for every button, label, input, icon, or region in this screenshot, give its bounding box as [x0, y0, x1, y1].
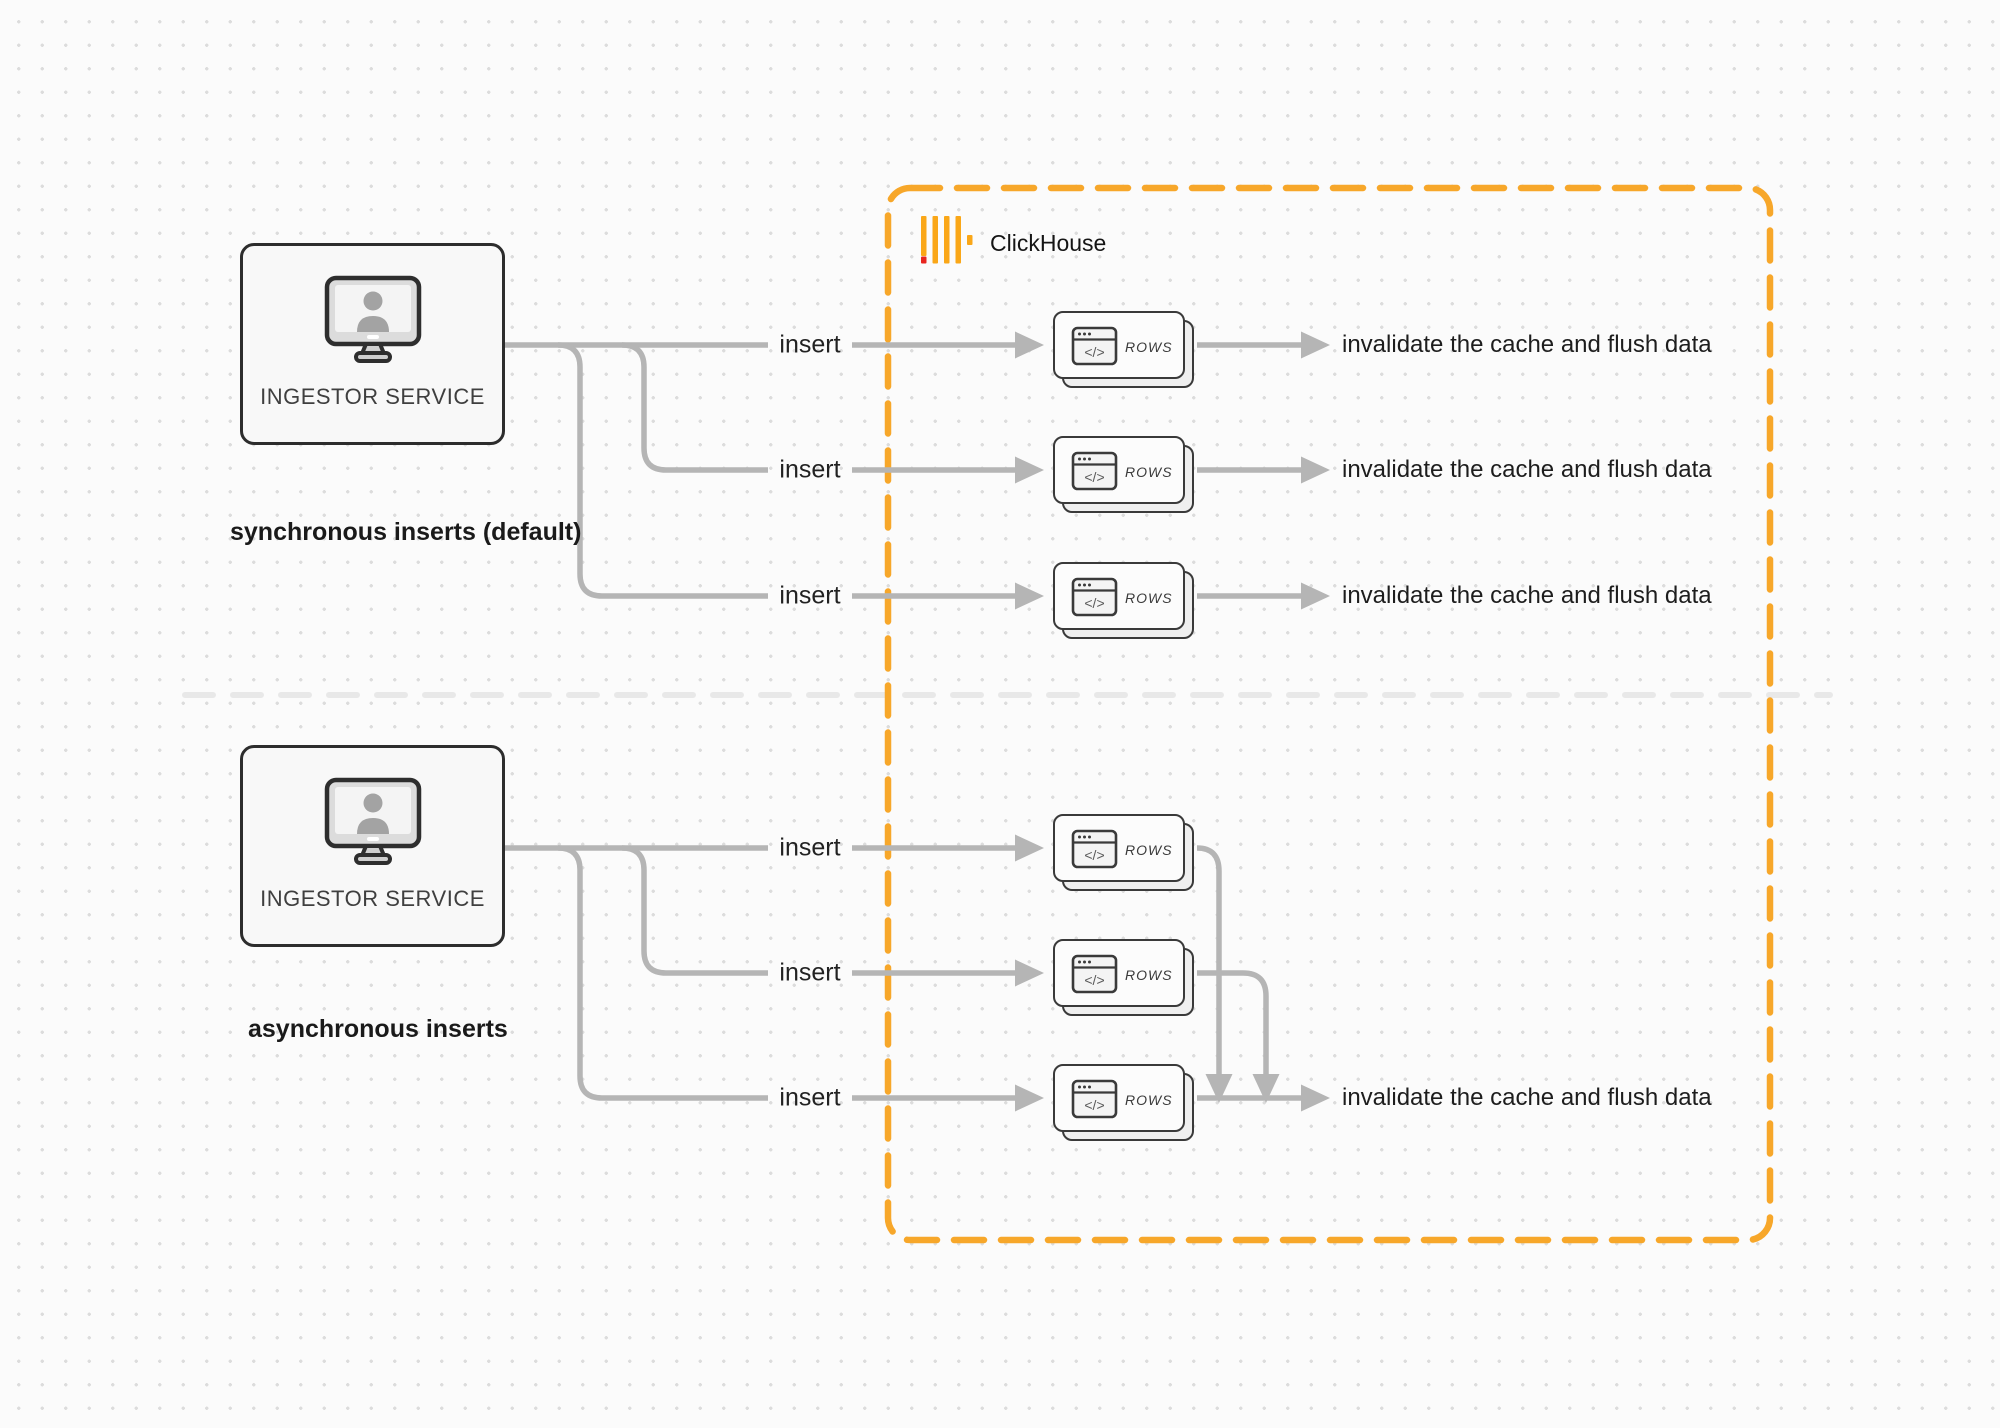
- rows-card-front: </> ROWS: [1053, 1064, 1185, 1132]
- svg-text:</>: </>: [1084, 595, 1104, 611]
- rows-card-label: ROWS: [1125, 464, 1173, 480]
- insert-label: insert: [779, 1083, 841, 1112]
- monitor-user-icon: [321, 776, 425, 875]
- insert-label: insert: [779, 455, 841, 484]
- rows-card: </> ROWS: [1053, 1064, 1194, 1141]
- async-branch-row3: [557, 845, 768, 1101]
- rows-card-front: </> ROWS: [1053, 311, 1185, 379]
- async-ingestor-box: INGESTOR SERVICE: [240, 745, 505, 947]
- arrowhead-icon: [1015, 331, 1044, 359]
- sync-branch-row2: [621, 342, 768, 473]
- arrowhead-icon: [1301, 582, 1330, 610]
- arrowhead-icon: [1301, 331, 1330, 359]
- arrowhead-icon: [1015, 582, 1044, 610]
- rows-card-label: ROWS: [1125, 339, 1173, 355]
- arrowhead-icon: [1015, 834, 1044, 862]
- svg-text:</>: </>: [1084, 469, 1104, 485]
- arrowhead-down-icon: [1252, 1074, 1280, 1103]
- result-label: invalidate the cache and flush data: [1342, 582, 1712, 609]
- rows-card-label: ROWS: [1125, 967, 1173, 983]
- code-window-icon: </>: [1071, 1079, 1118, 1125]
- rows-card-label: ROWS: [1125, 1092, 1173, 1108]
- result-label: invalidate the cache and flush data: [1342, 1084, 1712, 1111]
- rows-card-front: </> ROWS: [1053, 436, 1185, 504]
- result-label: invalidate the cache and flush data: [1342, 456, 1712, 483]
- arrowhead-icon: [1015, 959, 1044, 987]
- arrowhead-icon: [1301, 456, 1330, 484]
- insert-label: insert: [779, 833, 841, 862]
- sync-caption: synchronous inserts (default): [230, 518, 582, 546]
- rows-card-label: ROWS: [1125, 842, 1173, 858]
- code-window-icon: </>: [1071, 954, 1118, 1000]
- code-window-icon: </>: [1071, 326, 1118, 372]
- rows-card-front: </> ROWS: [1053, 939, 1185, 1007]
- sync-ingestor-box: INGESTOR SERVICE: [240, 243, 505, 445]
- svg-text:</>: </>: [1084, 972, 1104, 988]
- arrowhead-icon: [1301, 1084, 1330, 1112]
- clickhouse-boundary-box: [884, 184, 1774, 1244]
- code-window-icon: </>: [1071, 577, 1118, 623]
- code-window-icon: </>: [1071, 829, 1118, 875]
- rows-card: </> ROWS: [1053, 814, 1194, 891]
- async-ingestor-label: INGESTOR SERVICE: [260, 886, 485, 911]
- arrowhead-icon: [1015, 456, 1044, 484]
- svg-text:</>: </>: [1084, 1097, 1104, 1113]
- connector-lines: [505, 342, 1302, 1101]
- insert-label: insert: [779, 330, 841, 359]
- rows-card: </> ROWS: [1053, 436, 1194, 513]
- code-window-icon: </>: [1071, 451, 1118, 497]
- insert-label: insert: [779, 581, 841, 610]
- rows-card: </> ROWS: [1053, 939, 1194, 1016]
- sync-ingestor-label: INGESTOR SERVICE: [260, 384, 485, 409]
- result-label: invalidate the cache and flush data: [1342, 331, 1712, 358]
- rows-card-label: ROWS: [1125, 590, 1173, 606]
- async-merge-line-2: [1197, 970, 1269, 1074]
- arrowhead-down-icon: [1205, 1074, 1233, 1103]
- sync-branch-row3: [557, 342, 768, 599]
- clickhouse-logo-icon: [921, 216, 975, 269]
- rows-card-front: </> ROWS: [1053, 562, 1185, 630]
- rows-card: </> ROWS: [1053, 562, 1194, 639]
- insert-label: insert: [779, 958, 841, 987]
- svg-text:</>: </>: [1084, 847, 1104, 863]
- async-branch-row2: [621, 845, 768, 976]
- async-merge-line-1: [1196, 845, 1222, 1074]
- monitor-user-icon: [321, 274, 425, 373]
- svg-text:</>: </>: [1084, 344, 1104, 360]
- clickhouse-label: ClickHouse: [990, 230, 1107, 256]
- async-caption: asynchronous inserts: [248, 1015, 508, 1043]
- rows-card: </> ROWS: [1053, 311, 1194, 388]
- rows-card-front: </> ROWS: [1053, 814, 1185, 882]
- connector-arrowheads: [1015, 331, 1330, 1112]
- arrowhead-icon: [1015, 1084, 1044, 1112]
